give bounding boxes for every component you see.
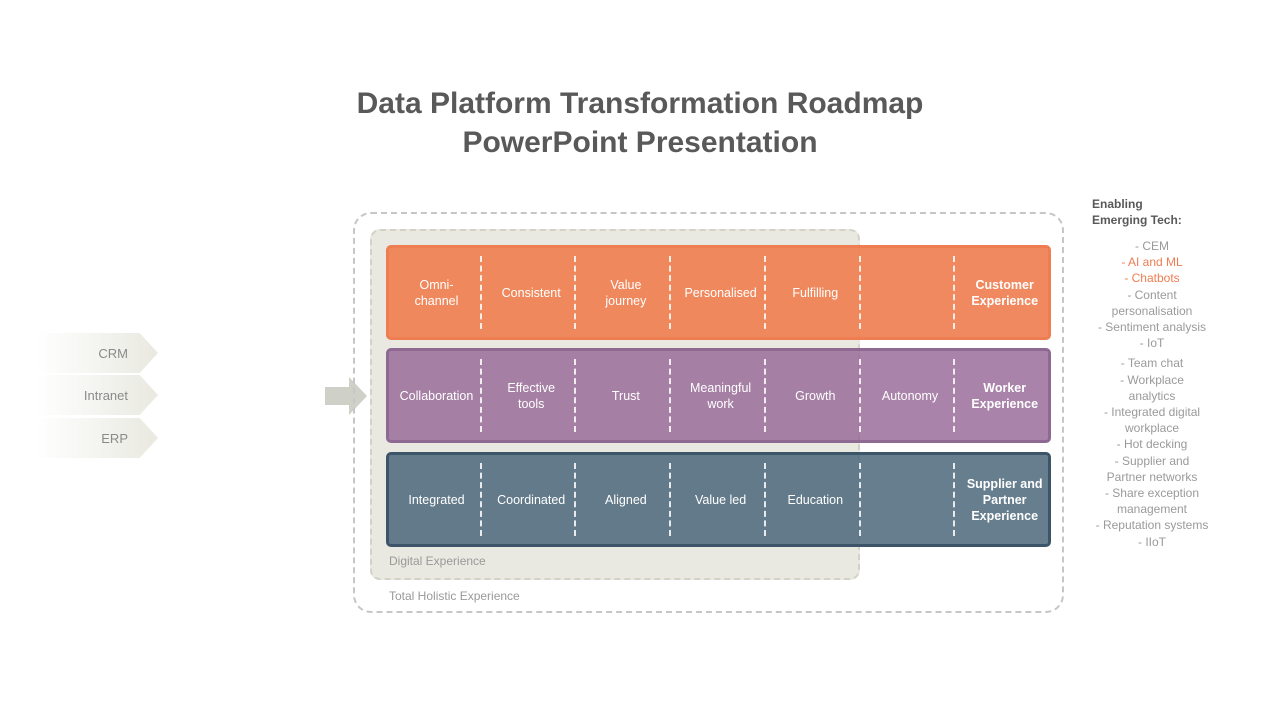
dept-operations: Operations bbox=[230, 331, 259, 460]
band-cell: Consistent bbox=[501, 285, 561, 300]
band-divider bbox=[953, 256, 956, 329]
tech-item: - Content bbox=[1127, 287, 1177, 302]
tech-item: - Reputation systems bbox=[1095, 518, 1209, 533]
tech-item: - Workplace bbox=[1120, 372, 1184, 387]
tech-item: - Team chat bbox=[1120, 356, 1184, 371]
tech-item: - Chatbots bbox=[1124, 271, 1180, 286]
digital-experience-label: Digital Experience bbox=[389, 554, 486, 568]
band-cell: Collaboration bbox=[399, 388, 474, 403]
band-divider bbox=[763, 359, 766, 432]
total-holistic-experience-area bbox=[353, 212, 1064, 613]
right-arrow-icon bbox=[325, 377, 367, 415]
dept-service: Service bbox=[262, 331, 291, 460]
enabling-tech-title: Enabling Emerging Tech: bbox=[1092, 196, 1182, 228]
band-divider bbox=[953, 359, 956, 432]
band-cell: Personalised bbox=[684, 285, 757, 300]
enabling-tech-title-line-2: Emerging Tech: bbox=[1092, 213, 1182, 227]
dept-label: Operations bbox=[237, 364, 252, 427]
tech-item: - AI and ML bbox=[1121, 255, 1183, 270]
band-divider bbox=[669, 359, 672, 432]
source-arrow-erp: ERP bbox=[36, 418, 158, 458]
title-line-2: PowerPoint Presentation bbox=[462, 126, 818, 159]
band-divider bbox=[669, 256, 672, 329]
band-cell: Omni-channel bbox=[414, 277, 459, 308]
tech-item: - Supplier and bbox=[1114, 453, 1190, 468]
band-cell: Coordinated bbox=[497, 492, 566, 507]
band-cell: Trust bbox=[611, 388, 640, 403]
source-arrow-intranet: Intranet bbox=[36, 375, 158, 415]
tech-item: personalisation bbox=[1111, 303, 1193, 318]
holistic-experience-label: Total Holistic Experience bbox=[389, 589, 520, 603]
band-divider bbox=[574, 256, 577, 329]
tech-item: - Sentiment analysis bbox=[1097, 320, 1207, 335]
tech-item: management bbox=[1116, 502, 1188, 517]
band-divider bbox=[479, 463, 482, 536]
source-label: CRM bbox=[98, 345, 128, 361]
band-cell bbox=[863, 455, 958, 544]
source-label: Intranet bbox=[83, 387, 128, 403]
band-divider bbox=[858, 463, 861, 536]
band-divider bbox=[858, 256, 861, 329]
band-divider bbox=[763, 256, 766, 329]
tech-item: - IIoT bbox=[1137, 534, 1166, 549]
dept-label: Innovation bbox=[302, 366, 317, 425]
band-divider bbox=[574, 359, 577, 432]
source-arrow-crm: CRM bbox=[36, 333, 158, 373]
band-cell bbox=[863, 248, 958, 337]
band-divider bbox=[479, 359, 482, 432]
tech-item: workplace bbox=[1124, 421, 1180, 436]
page-title: Data Platform Transformation Roadmap Pow… bbox=[240, 84, 1040, 162]
dept-innovation: Innovation bbox=[295, 331, 324, 460]
band-divider bbox=[953, 463, 956, 536]
tech-item: - CEM bbox=[1135, 239, 1169, 253]
band-cell: Education bbox=[787, 492, 844, 507]
band-divider bbox=[763, 463, 766, 536]
tech-item: - IoT bbox=[1139, 336, 1165, 351]
tech-item: - Share exception bbox=[1104, 486, 1200, 501]
dept-marketing: Marketing bbox=[164, 331, 193, 460]
dept-label: Service bbox=[269, 374, 284, 417]
band-cell: Fulfilling bbox=[792, 285, 839, 300]
band-divider bbox=[669, 463, 672, 536]
band-cell: Growth bbox=[795, 388, 836, 403]
band-divider bbox=[858, 359, 861, 432]
enabling-tech-title-line-1: Enabling bbox=[1092, 197, 1143, 211]
tech-item: - Integrated digital bbox=[1103, 405, 1201, 420]
source-label: ERP bbox=[101, 430, 128, 446]
tech-item: analytics bbox=[1128, 388, 1176, 403]
band-cell: Aligned bbox=[605, 492, 647, 507]
tech-item: - Hot decking bbox=[1116, 437, 1188, 452]
band-divider bbox=[479, 256, 482, 329]
band-cell: Integrated bbox=[408, 492, 465, 507]
dept-label: Marketing bbox=[171, 368, 186, 423]
band-cell: Value led bbox=[694, 492, 747, 507]
title-line-1: Data Platform Transformation Roadmap bbox=[356, 87, 924, 120]
band-cell: Autonomy bbox=[881, 388, 939, 403]
supplier-experience-band: Integrated Coordinated Aligned Value led Edu… bbox=[386, 452, 1051, 547]
band-divider bbox=[574, 463, 577, 536]
dept-sales: Sales bbox=[197, 331, 226, 460]
dept-label: Sales bbox=[204, 379, 219, 412]
tech-item: Partner networks bbox=[1106, 469, 1198, 484]
